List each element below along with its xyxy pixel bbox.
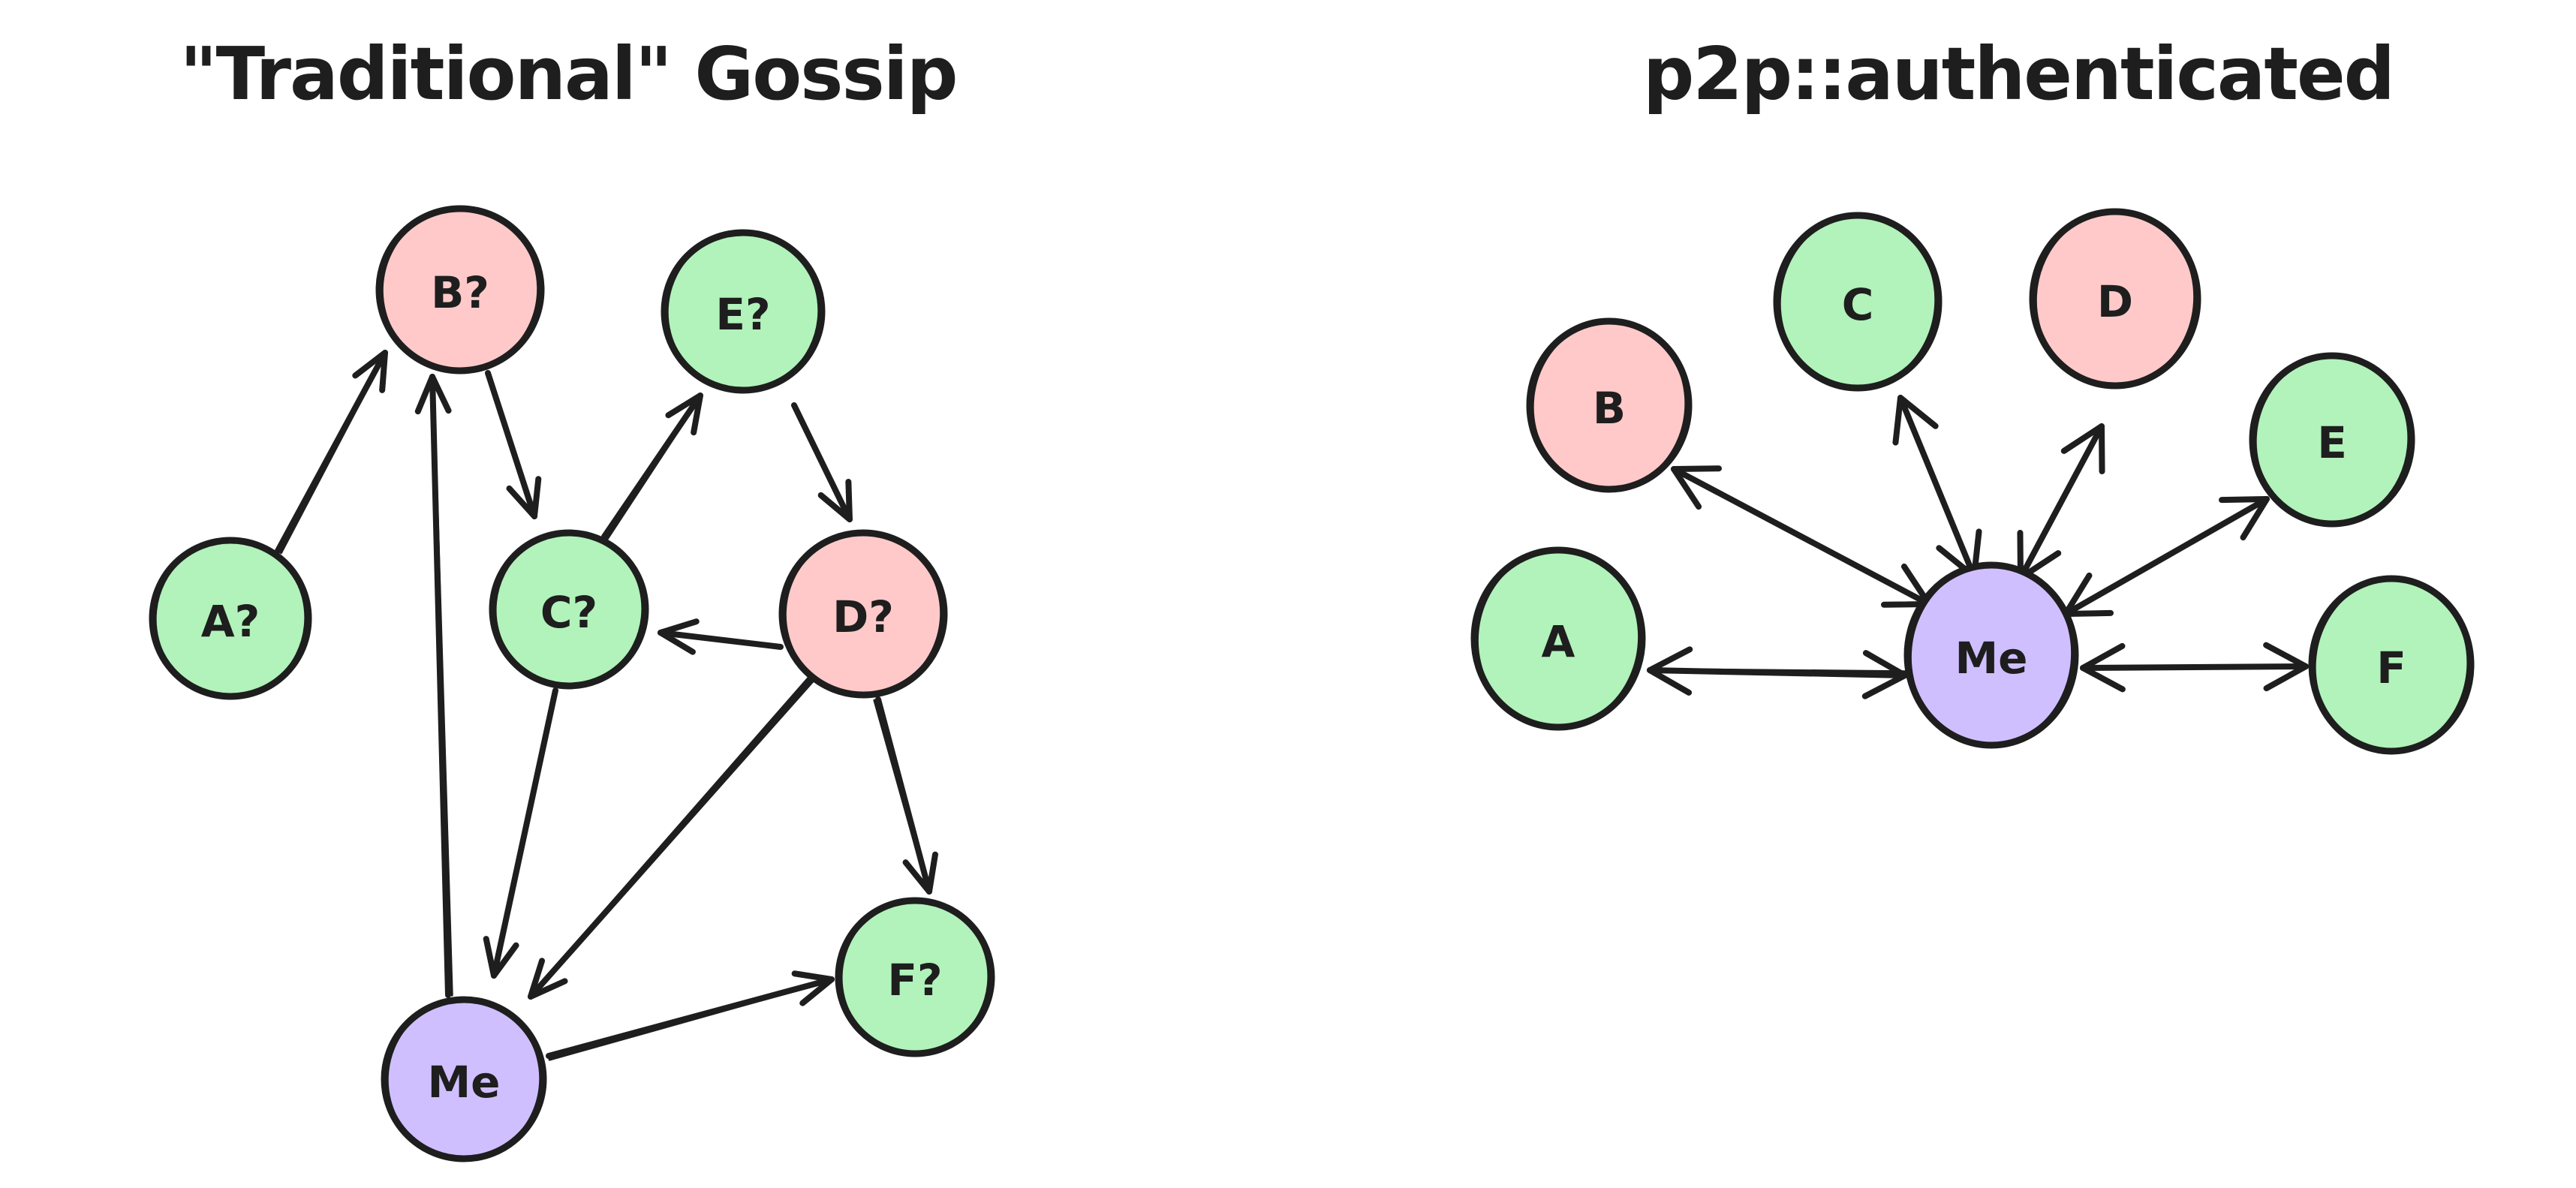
arrowhead-icon [506,476,542,519]
node-c[interactable]: C? [488,525,651,693]
node-f[interactable]: F? [834,892,997,1061]
node-d[interactable]: D [2027,203,2204,395]
node-e[interactable]: E? [659,224,826,399]
diagram-p2p-authenticated: p2p::authenticated A B C DEF Me [1468,32,2476,759]
arrowhead-icon [2263,642,2309,692]
right-diagram-nodes: A B C D E F Me [1468,203,2476,759]
node-circle-echo [494,531,644,688]
node-e[interactable]: E [2247,347,2417,532]
arrowhead-icon [2060,423,2105,474]
right-diagram-title[interactable]: p2p::authenticated [1643,32,2395,116]
node-label: Me [1955,633,2027,684]
left-diagram-title[interactable]: "Traditional" Gossip [180,32,958,116]
edge-e-d[interactable] [791,402,853,522]
edge-me-a[interactable] [1647,646,1908,699]
node-circle-echo [1476,548,1641,729]
left-diagram-edges [275,350,938,1061]
edge-me-f[interactable] [546,970,835,1061]
node-me[interactable]: Me [379,991,548,1167]
node-label: B? [431,267,489,318]
arrowhead-icon [658,618,700,655]
node-label: C? [540,587,597,638]
node-circle-echo [1778,213,1937,390]
node-c[interactable]: C [1771,207,1945,396]
left-diagram-nodes: A? B? C? D? E? F? Me [148,200,997,1167]
node-label: D? [832,591,894,642]
edge-d-me[interactable] [528,672,817,1000]
node-circle-echo [1909,563,2074,747]
node-circle-echo [2313,576,2469,753]
diagram-traditional-gossip: "Traditional" Gossip A? B? C? D? E? F? Me [148,32,997,1167]
edge-me-d[interactable] [2017,423,2105,581]
arrowhead-icon [2080,642,2126,693]
node-label: A? [201,596,260,647]
node-circle-echo [784,531,943,697]
arrowhead-icon [352,350,388,393]
node-b[interactable]: B [1524,313,1694,498]
arrowhead-icon [665,392,703,436]
arrowhead-icon [1671,465,1722,510]
node-me[interactable]: Me [1901,556,2081,753]
node-f[interactable]: F [2306,570,2476,759]
edge-me-e[interactable] [2063,496,2270,617]
edge-d-f[interactable] [873,696,938,895]
edge-me-f[interactable] [2080,642,2309,693]
arrowhead-icon [2219,496,2270,541]
arrowhead-icon [483,936,519,979]
node-label: A [1542,616,1575,667]
node-label: C [1842,279,1874,330]
arrowhead-icon [1647,646,1693,696]
node-b[interactable]: B? [374,200,546,379]
node-label: Me [427,1057,500,1108]
node-label: E [2317,417,2347,468]
node-d[interactable]: D? [777,525,949,703]
arrowhead-icon [414,374,452,415]
edge-b-c[interactable] [485,370,542,519]
node-circle-echo [840,898,990,1056]
node-a[interactable]: A [1468,541,1648,735]
edge-me-b[interactable] [414,374,453,998]
arrowhead-icon [528,958,568,1000]
edge-me-c[interactable] [1892,395,1982,579]
node-circle-echo [1531,319,1687,492]
arrowhead-icon [1861,650,1908,699]
arrowhead-icon [817,479,853,522]
node-label: F? [887,955,942,1006]
node-a[interactable]: A? [148,532,314,704]
node-circle-echo [386,997,542,1161]
edge-a-b[interactable] [275,350,388,555]
node-label: E? [715,289,770,340]
node-label: D [2097,276,2133,327]
edge-c-e[interactable] [601,392,703,540]
node-label: F [2376,642,2406,693]
edge-c-me[interactable] [483,687,558,979]
arrowhead-icon [902,851,938,895]
arrowhead-icon [1892,395,1939,446]
edge-d-c[interactable] [658,618,784,655]
node-circle-echo [154,538,307,699]
node-circle-echo [666,230,820,392]
node-circle-echo [381,206,540,373]
node-circle-echo [2254,353,2410,526]
node-circle-echo [2034,209,2196,388]
arrowhead-icon [791,970,835,1006]
node-label: B [1593,383,1626,434]
edge-me-b[interactable] [1671,465,1932,608]
